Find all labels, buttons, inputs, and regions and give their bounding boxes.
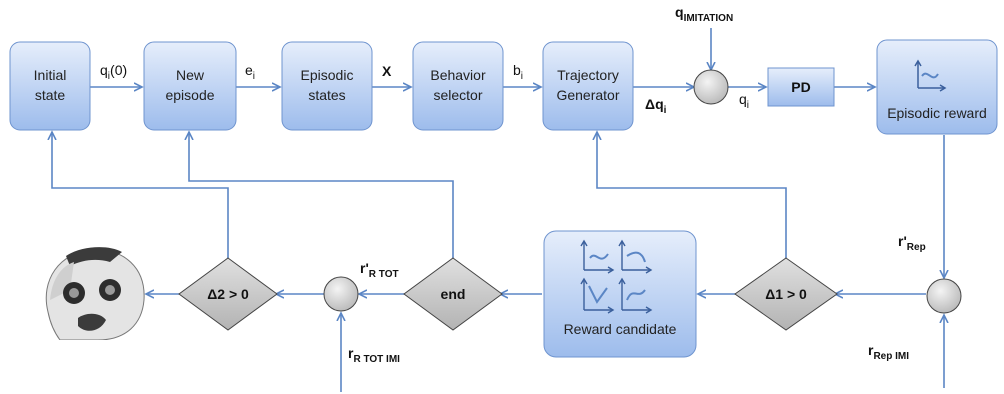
initial-state-label-1: Initial [34,67,67,83]
signal-r-rtot-prime: r'R TOT [360,260,399,280]
delta2-label: Δ2 > 0 [207,286,249,302]
signal-qi: qi [739,91,749,111]
reward-candidate-label: Reward candidate [564,321,677,337]
pd-label: PD [791,79,810,95]
episodic-states-block: Episodic states [281,41,373,131]
initial-state-block: Initial state [9,41,91,131]
signal-ei: ei [245,62,255,82]
reward-candidate-block: Reward candidate [543,230,697,358]
new-episode-label-2: episode [165,87,214,103]
episodic-states-label-2: states [308,87,345,103]
summing-junction-3 [323,276,359,312]
arrow-delta1-to-trajectory [597,132,787,258]
episodic-reward-label: Episodic reward [887,105,987,121]
reward-candidates-icon [580,239,653,314]
signal-r-rep-imi: rRep IMI [868,342,909,362]
reward-curve-icon [914,59,947,92]
trajectory-generator-block: Trajectory Generator [542,41,634,131]
trajectory-generator-label-2: Generator [556,87,619,103]
episodic-states-label-1: Episodic [301,67,354,83]
signal-r-rep-prime: r'Rep [898,233,926,253]
signal-qi0: qi(0) [100,62,127,82]
delta2-decision: Δ2 > 0 [178,257,278,331]
arrow-delta2-to-initial [52,132,229,258]
robot-head-icon [45,247,148,348]
delta1-decision: Δ1 > 0 [734,257,838,331]
delta1-label: Δ1 > 0 [765,286,807,302]
signal-r-rtot-imi: rR TOT IMI [348,345,400,365]
summing-junction-1 [693,69,729,105]
end-decision: end [403,257,503,331]
behavior-selector-label-2: selector [433,87,482,103]
new-episode-block: New episode [143,41,237,131]
episodic-reward-block: Episodic reward [876,39,998,135]
behavior-selector-block: Behavior selector [412,41,504,131]
signal-bi: bi [513,62,523,82]
summing-junction-2 [926,278,962,314]
signal-q-imitation: qIMITATION [675,4,733,24]
signal-delta-qi: Δqi [645,96,667,116]
behavior-selector-label-1: Behavior [430,67,486,83]
signal-x: X [382,63,392,79]
trajectory-generator-label-1: Trajectory [557,67,619,83]
initial-state-label-2: state [35,87,66,103]
pd-block: PD [767,67,835,107]
connections [52,28,944,392]
new-episode-label-1: New [176,67,205,83]
arrow-end-to-new-episode [189,132,454,258]
end-label: end [441,286,466,302]
